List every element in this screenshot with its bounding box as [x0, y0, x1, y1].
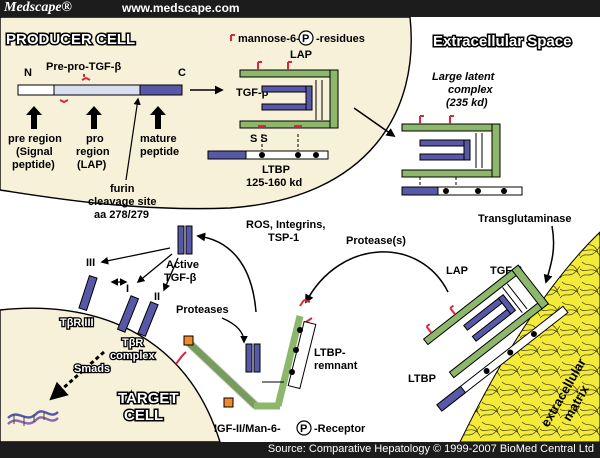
active-tgfb-label: Active: [166, 259, 199, 271]
arrow-to-latent: [353, 107, 396, 138]
precursor-title: Pre-pro-TGF-β: [46, 61, 121, 73]
receptor-complex: [116, 295, 159, 337]
target-cell-title: TARGET: [118, 390, 179, 407]
receptor-label: IGF-II/Man-6-: [214, 423, 281, 435]
precursor-bar: [17, 76, 183, 104]
extracellular-space-title: Extracellular Space: [433, 33, 571, 50]
disulfide-label: S S: [250, 133, 268, 145]
latent-complex-label-2: complex: [448, 84, 494, 96]
c-terminus-label: C: [178, 67, 186, 79]
secreted-complex: [207, 61, 339, 160]
active-tgfb-label-2: TGF-β: [164, 272, 197, 284]
tgfb-activation-diagram: PRODUCER CELL Extracellular Space TARGET…: [0, 17, 600, 442]
mannose-label-2: -residues: [316, 33, 365, 45]
source-credit: Source: Comparative Hepatology © 1999-20…: [267, 443, 594, 455]
producer-cell-region: [0, 17, 412, 210]
secreted-lap-label: LAP: [290, 49, 312, 61]
matrix-bound-complex: [422, 264, 569, 412]
target-cell-title-2: CELL: [124, 407, 163, 424]
smads-arrow: [49, 350, 105, 401]
precursor-arrows: [26, 106, 166, 129]
site-url[interactable]: www.medscape.com: [122, 1, 240, 15]
lap-ltbp-remnant: [175, 299, 317, 410]
n-terminus-label: N: [24, 67, 32, 79]
matrix-ltbp-label: LTBP: [408, 373, 436, 385]
receptor-block-1: [183, 335, 194, 346]
secreted-ltbp-size: 125-160 kd: [246, 177, 302, 189]
ltbp-remnant-label-2: remnant: [314, 360, 358, 372]
ltbp-remnant-label: LTBP-: [314, 347, 346, 359]
proteases-pointer: [221, 317, 248, 344]
mature-peptide-label: mature: [140, 133, 177, 145]
transglutaminase-arrow: [543, 225, 555, 284]
secreted-ltbp-label: LTBP: [262, 164, 290, 176]
producer-cell-title: PRODUCER CELL: [6, 31, 135, 48]
tbr-complex-label: TβR: [122, 337, 143, 349]
mannose-label: mannose-6-: [238, 33, 300, 45]
smads-label: Smads: [74, 363, 110, 375]
latent-complex-label: Large latent: [432, 71, 496, 83]
pro-region-label: pro: [86, 133, 104, 145]
receptor-block-2: [223, 397, 234, 408]
header-bar: Medscape® www.medscape.com: [0, 0, 600, 17]
receptor-tbr3: [78, 274, 98, 312]
mannose-legend-icon: [230, 34, 235, 41]
matrix-lap-label: LAP: [446, 265, 468, 277]
r3-roman-label: III: [86, 257, 95, 269]
dna-helix-icon: [7, 410, 59, 426]
r2-roman-label: II: [154, 291, 160, 303]
latent-complex-label-3: (235 kd): [446, 97, 488, 109]
proteases-label: Protease(s): [346, 235, 406, 247]
proteases-activation-label: Proteases: [176, 304, 229, 316]
r1-roman-label: I: [126, 283, 129, 295]
tbr-complex-label-2: complex: [110, 350, 156, 362]
ros-label: ROS, Integrins,: [246, 219, 325, 231]
pre-region-label-3: peptide): [12, 159, 55, 171]
secreted-tgfb-label: TGF-β: [236, 87, 269, 99]
pre-region-label: pre region: [8, 133, 62, 145]
receptor-phosphate-label: P: [300, 423, 307, 435]
phosphate-label: P: [302, 33, 309, 45]
ros-label-2: TSP-1: [268, 232, 299, 244]
pro-region-label-3: (LAP): [77, 159, 107, 171]
tbr3-label: TβR III: [60, 317, 94, 329]
active-tgfb: [177, 225, 193, 255]
furin-label-2: cleavage site: [88, 196, 157, 208]
target-cell-region: [0, 307, 221, 442]
protease-arrow: [305, 251, 449, 304]
latent-complex: [401, 115, 523, 196]
arrow-to-r3: [100, 247, 171, 265]
footer-bar: Source: Comparative Hepatology © 1999-20…: [0, 442, 600, 458]
pre-region-label-2: (Signal: [16, 146, 53, 158]
furin-pointer: [125, 97, 141, 181]
transglutaminase-label: Transglutaminase: [478, 213, 572, 225]
pro-region-label-2: region: [76, 146, 110, 158]
receptor-phosphate-icon: [296, 420, 312, 436]
medscape-logo[interactable]: Medscape®: [4, 0, 72, 15]
phosphate-icon: [298, 30, 314, 46]
furin-label-3: aa 278/279: [94, 209, 149, 221]
arrow-to-r1: [136, 253, 173, 283]
receptor-label-2: -Receptor: [314, 423, 366, 435]
mature-peptide-label-2: peptide: [140, 146, 179, 158]
activation-arrow: [196, 232, 257, 313]
furin-label: furin: [110, 183, 135, 195]
arrow-to-r2: [162, 257, 179, 292]
